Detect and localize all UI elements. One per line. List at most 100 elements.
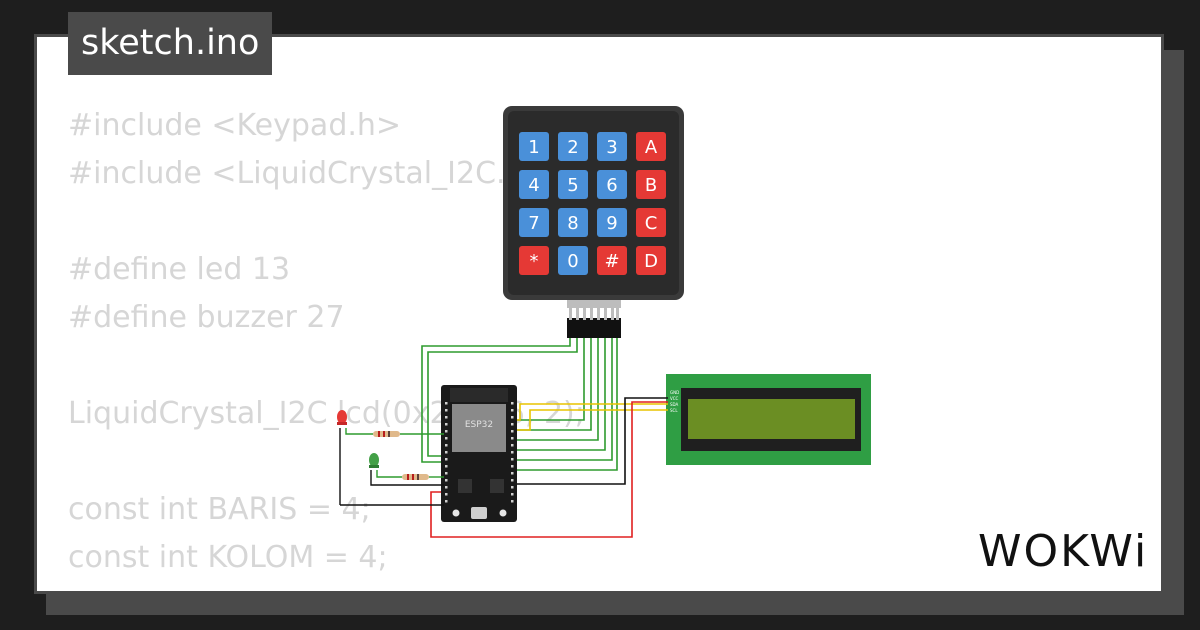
- keypad-key-label: D: [644, 251, 658, 272]
- esp32-pin: [511, 486, 514, 489]
- lcd-wires: [430, 397, 668, 538]
- lcd-pin-scl: SCL: [670, 408, 678, 413]
- esp32-pin: [511, 444, 514, 447]
- esp32-pin: [511, 472, 514, 475]
- esp32-pin: [511, 423, 514, 426]
- boot-button: [452, 509, 460, 517]
- esp32-pin: [511, 493, 514, 496]
- keypad-key-label: A: [645, 137, 658, 158]
- wokwi-logo: WOKWi: [978, 526, 1148, 578]
- led-green[interactable]: [369, 453, 444, 486]
- esp32-pin: [445, 402, 448, 405]
- code-line: #define led 13: [68, 252, 291, 287]
- lcd-pin-sda: SDA: [670, 402, 679, 407]
- keypad-header: [567, 318, 621, 338]
- esp32-pin: [511, 500, 514, 503]
- keypad-key-label: 1: [528, 137, 539, 158]
- file-tab[interactable]: sketch.ino: [68, 12, 273, 75]
- esp32-pin: [511, 465, 514, 468]
- keypad-key[interactable]: [558, 132, 588, 161]
- esp32-pin: [511, 458, 514, 461]
- keypad-key[interactable]: [597, 132, 627, 161]
- keypad-key-label: B: [645, 175, 657, 196]
- code-line: #define buzzer 27: [68, 300, 345, 335]
- lcd-pin-gnd: GND: [670, 390, 679, 395]
- file-tab-title: sketch.ino: [81, 23, 260, 63]
- resistor-red-led: [373, 431, 400, 437]
- keypad-key-label: C: [645, 213, 658, 234]
- keypad-key[interactable]: [519, 208, 549, 237]
- keypad-key[interactable]: [519, 132, 549, 161]
- lcd-16x2[interactable]: GND VCC SDA SCL: [666, 374, 871, 465]
- lcd-pin-vcc: VCC: [670, 396, 679, 401]
- keypad-keys: 1 2 3 A 4 5 6 B 7 8 9 C * 0 # D: [519, 132, 666, 275]
- esp32-chip: [458, 479, 472, 493]
- keypad-pins: [569, 306, 619, 320]
- keypad-key[interactable]: [558, 246, 588, 275]
- esp32-pin: [445, 479, 448, 482]
- esp32-pin: [511, 437, 514, 440]
- keypad-key-label: #: [604, 251, 619, 272]
- keypad-key[interactable]: [558, 208, 588, 237]
- esp32-pin: [511, 416, 514, 419]
- led-red[interactable]: [337, 410, 444, 505]
- keypad-key[interactable]: [597, 208, 627, 237]
- keypad-key-label: 5: [567, 175, 578, 196]
- esp32-pin: [511, 430, 514, 433]
- esp32-module: [452, 404, 506, 452]
- esp32-pin: [445, 451, 448, 454]
- esp32-pin: [511, 409, 514, 412]
- esp32-pin: [445, 423, 448, 426]
- keypad-pin-strip: [567, 300, 621, 308]
- usb-port: [471, 507, 487, 519]
- lcd-screen: [688, 399, 855, 439]
- lcd-pin-labels: GND VCC SDA SCL: [670, 390, 679, 413]
- keypad-key[interactable]: [558, 170, 588, 199]
- esp32-pin: [511, 402, 514, 405]
- esp32-regulator: [490, 479, 504, 493]
- keypad-key[interactable]: [519, 246, 549, 275]
- esp32-label: ESP32: [465, 420, 493, 430]
- keypad-key[interactable]: [597, 246, 627, 275]
- code-line: #include <LiquidCrystal_I2C.h>: [68, 156, 550, 191]
- esp32-pins: [445, 402, 514, 503]
- keypad-key[interactable]: [636, 170, 666, 199]
- keypad-key-label: 4: [528, 175, 539, 196]
- keypad-wires: [421, 338, 618, 471]
- esp32-pin: [445, 430, 448, 433]
- keypad-key-label: 6: [606, 175, 617, 196]
- esp32-devkit[interactable]: ESP32: [441, 385, 517, 522]
- esp32-pin: [445, 465, 448, 468]
- esp32-pin: [511, 479, 514, 482]
- esp32-pin: [445, 458, 448, 461]
- code-line: #include <Keypad.h>: [68, 108, 402, 143]
- keypad-key-label: 9: [606, 213, 617, 234]
- keypad-key-label: 2: [567, 137, 578, 158]
- keypad-key[interactable]: [636, 246, 666, 275]
- keypad-4x4[interactable]: 1 2 3 A 4 5 6 B 7 8 9 C * 0 # D: [503, 106, 684, 338]
- resistor-green-led: [402, 474, 429, 480]
- esp32-pin: [445, 500, 448, 503]
- wokwi-logo-text: WOKWi: [978, 526, 1149, 577]
- esp32-pin: [445, 437, 448, 440]
- esp32-antenna: [450, 388, 508, 402]
- keypad-key[interactable]: [519, 170, 549, 199]
- keypad-key-label: *: [530, 251, 539, 272]
- esp32-pin: [445, 472, 448, 475]
- code-line: const int KOLOM = 4;: [68, 540, 388, 575]
- esp32-pin: [445, 486, 448, 489]
- esp32-pin: [445, 416, 448, 419]
- keypad-key-label: 0: [567, 251, 578, 272]
- keypad-key-label: 8: [567, 213, 578, 234]
- esp32-pin: [511, 451, 514, 454]
- keypad-key[interactable]: [636, 208, 666, 237]
- keypad-key[interactable]: [597, 170, 627, 199]
- keypad-key-label: 7: [528, 213, 539, 234]
- esp32-pin: [445, 493, 448, 496]
- code-line: const int BARIS = 4;: [68, 492, 371, 527]
- keypad-key[interactable]: [636, 132, 666, 161]
- keypad-key-label: 3: [606, 137, 617, 158]
- esp32-pin: [445, 444, 448, 447]
- en-button: [499, 509, 507, 517]
